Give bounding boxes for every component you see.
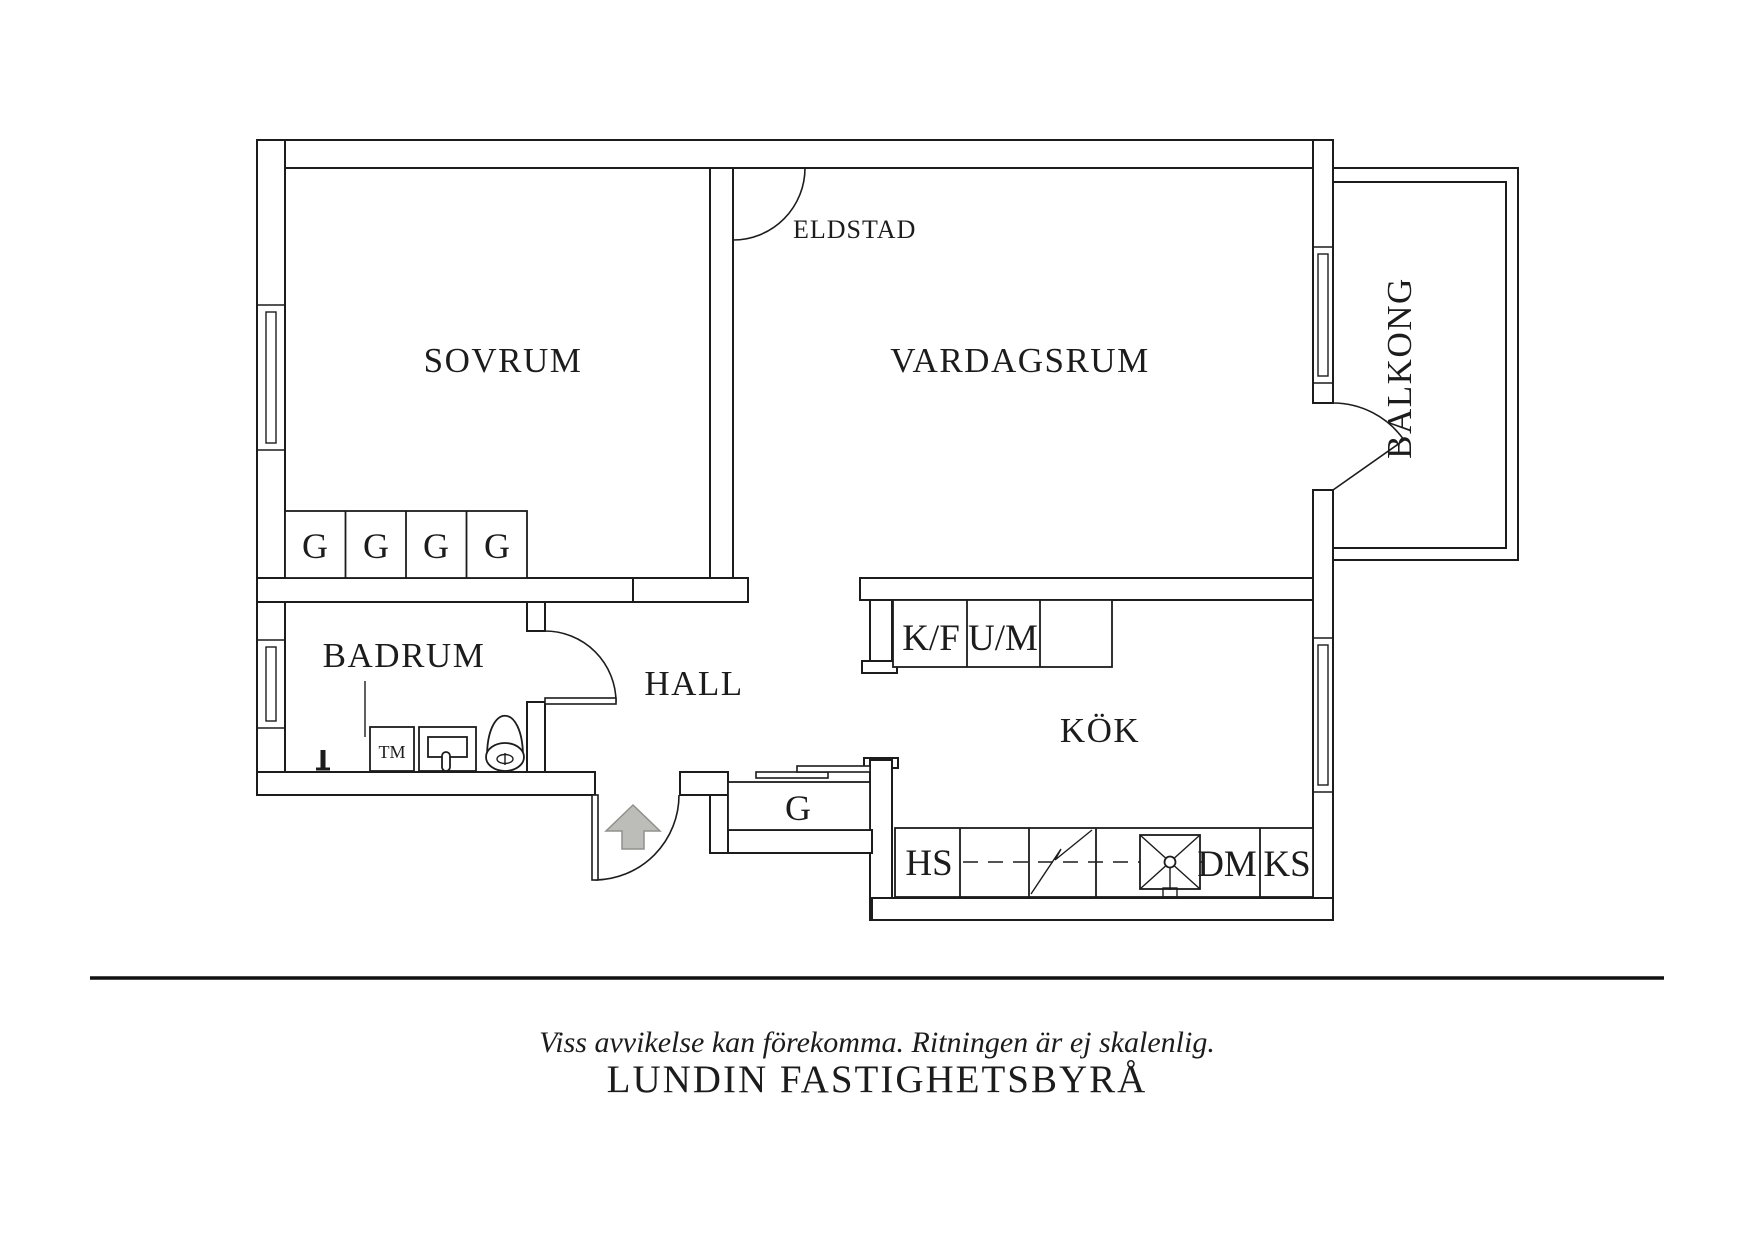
kitchen-upper-counter: K/F U/M bbox=[892, 599, 1113, 668]
balcony-railing-inner bbox=[1333, 181, 1507, 549]
entry-direction-arrow-icon bbox=[604, 803, 662, 850]
window-living-room bbox=[1313, 246, 1333, 384]
wall-entry-jamb bbox=[679, 771, 729, 796]
kitchen-lower-counter: HS DM KS bbox=[894, 827, 1314, 898]
window-bathroom bbox=[257, 639, 285, 729]
sliding-door-bar-back bbox=[796, 765, 871, 773]
dishwasher-label: DM bbox=[1197, 844, 1257, 885]
tall-cabinet-label: HS bbox=[905, 843, 952, 884]
wall-bathroom-bottom bbox=[256, 771, 596, 796]
door-bathroom-leaf bbox=[544, 697, 617, 705]
hall-closet-box bbox=[727, 781, 871, 831]
wall-bathroom-stub-lower bbox=[526, 701, 546, 773]
footer: Viss avvikelse kan förekomma. Ritningen … bbox=[90, 976, 1664, 1101]
sliding-door-bar-front bbox=[755, 771, 829, 779]
balcony-label: BALKONG bbox=[1380, 277, 1419, 459]
wall-top bbox=[256, 139, 1334, 169]
wall-bedroom-living-foot bbox=[632, 577, 749, 603]
door-bathroom-arc bbox=[544, 630, 617, 703]
wall-bedroom-living bbox=[709, 167, 734, 579]
balcony-railing-outer bbox=[1333, 167, 1519, 561]
washing-machine-label: TM bbox=[379, 742, 406, 762]
doors bbox=[544, 167, 1405, 881]
window-kitchen bbox=[1313, 637, 1333, 793]
window-bedroom bbox=[257, 304, 285, 451]
wall-right-upper bbox=[1312, 139, 1334, 404]
door-balcony-arc bbox=[1332, 402, 1405, 441]
toilet-icon bbox=[485, 715, 525, 772]
wall-living-bottom bbox=[859, 577, 1314, 601]
wall-entry-step-vertical bbox=[709, 794, 729, 854]
closet-label-4: G bbox=[484, 526, 510, 566]
wall-left bbox=[256, 139, 286, 796]
door-balcony-leaf bbox=[1332, 439, 1405, 491]
bathroom-label: BADRUM bbox=[323, 636, 486, 675]
bathroom-sink-icon bbox=[418, 726, 477, 772]
closet-label-3: G bbox=[423, 526, 449, 566]
fireplace-label: ELDSTAD bbox=[793, 215, 916, 244]
wall-bedroom-bottom bbox=[256, 577, 634, 603]
upper-counter-box bbox=[892, 599, 1113, 668]
closet-label-2: G bbox=[363, 526, 389, 566]
living-room-label: VARDAGSRUM bbox=[890, 341, 1149, 380]
wall-kitchen-bottom bbox=[871, 897, 1334, 921]
hall-label: HALL bbox=[644, 664, 743, 703]
balcony-railing bbox=[1333, 167, 1519, 561]
stove-icon bbox=[1030, 829, 1093, 895]
wall-bathroom-stub-upper bbox=[526, 601, 546, 632]
room-labels: SOVRUM VARDAGSRUM BALKONG BADRUM HALL KÖ… bbox=[323, 215, 1419, 750]
wall-kitchen-left-upper-flange bbox=[861, 660, 898, 674]
wall-kitchen-left-lower bbox=[869, 759, 893, 921]
kitchen-label: KÖK bbox=[1060, 711, 1140, 750]
oven-microwave-label: U/M bbox=[968, 618, 1038, 659]
bedroom-closets: G G G G bbox=[284, 510, 528, 579]
fireplace-arc bbox=[732, 167, 806, 241]
door-entry bbox=[591, 794, 680, 881]
door-entry-arc bbox=[594, 794, 680, 881]
bathroom-fixtures: TM bbox=[316, 681, 525, 772]
washing-machine-box bbox=[369, 726, 415, 772]
door-balcony bbox=[1332, 402, 1405, 491]
hall-closet: G bbox=[727, 765, 871, 831]
windows bbox=[257, 246, 1333, 793]
fridge-freezer-label: K/F bbox=[902, 618, 960, 659]
closet-label-1: G bbox=[302, 526, 328, 566]
hall-closet-label: G bbox=[785, 788, 811, 828]
footer-disclaimer: Viss avvikelse kan förekomma. Ritningen … bbox=[539, 1026, 1215, 1059]
sink-icon bbox=[1139, 834, 1201, 898]
bedroom-label: SOVRUM bbox=[424, 341, 583, 380]
door-entry-leaf bbox=[591, 794, 599, 881]
wall-under-hall-closet bbox=[727, 829, 873, 854]
door-bathroom bbox=[544, 630, 617, 705]
wall-right-lower bbox=[1312, 489, 1334, 921]
footer-brand: LUNDIN FASTIGHETSBYRÅ bbox=[607, 1058, 1148, 1101]
refrigerator-label: KS bbox=[1263, 844, 1310, 885]
